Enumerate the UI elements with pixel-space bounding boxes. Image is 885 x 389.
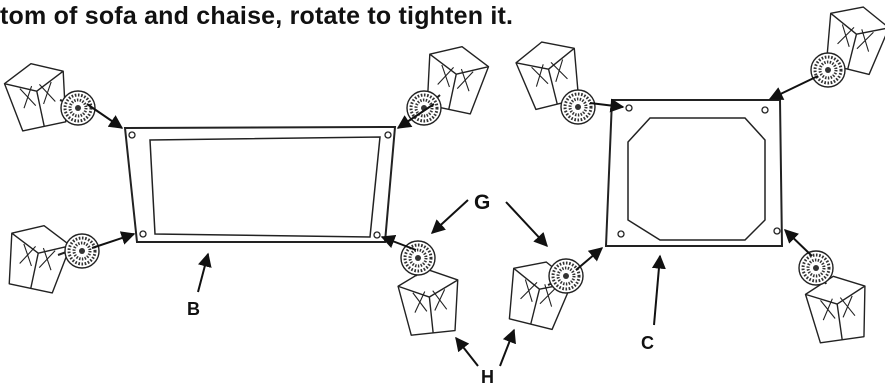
leg-foot-top-left bbox=[0, 56, 97, 134]
label-h: H bbox=[481, 367, 494, 387]
label-b: B bbox=[187, 299, 200, 319]
label-c: C bbox=[641, 333, 654, 353]
leg-foot-top-right bbox=[809, 0, 885, 89]
leg-foot-bottom-left bbox=[0, 218, 101, 296]
leg-foot-bottom-chaise-left bbox=[500, 254, 585, 333]
leg-foot-top-chaise-left bbox=[511, 34, 597, 126]
leg-foot-bottom-middle bbox=[395, 239, 464, 337]
callout-arrows bbox=[197, 199, 666, 367]
chaise-frame-c bbox=[604, 99, 784, 247]
leg-foot-top-middle bbox=[405, 39, 493, 127]
instruction-caption: tom of sofa and chaise, rotate to tighte… bbox=[0, 2, 514, 30]
label-g: G bbox=[474, 191, 490, 214]
sofa-frame-b bbox=[123, 125, 397, 243]
attachment-arrows bbox=[86, 75, 819, 271]
leg-foot-bottom-right bbox=[797, 249, 873, 345]
